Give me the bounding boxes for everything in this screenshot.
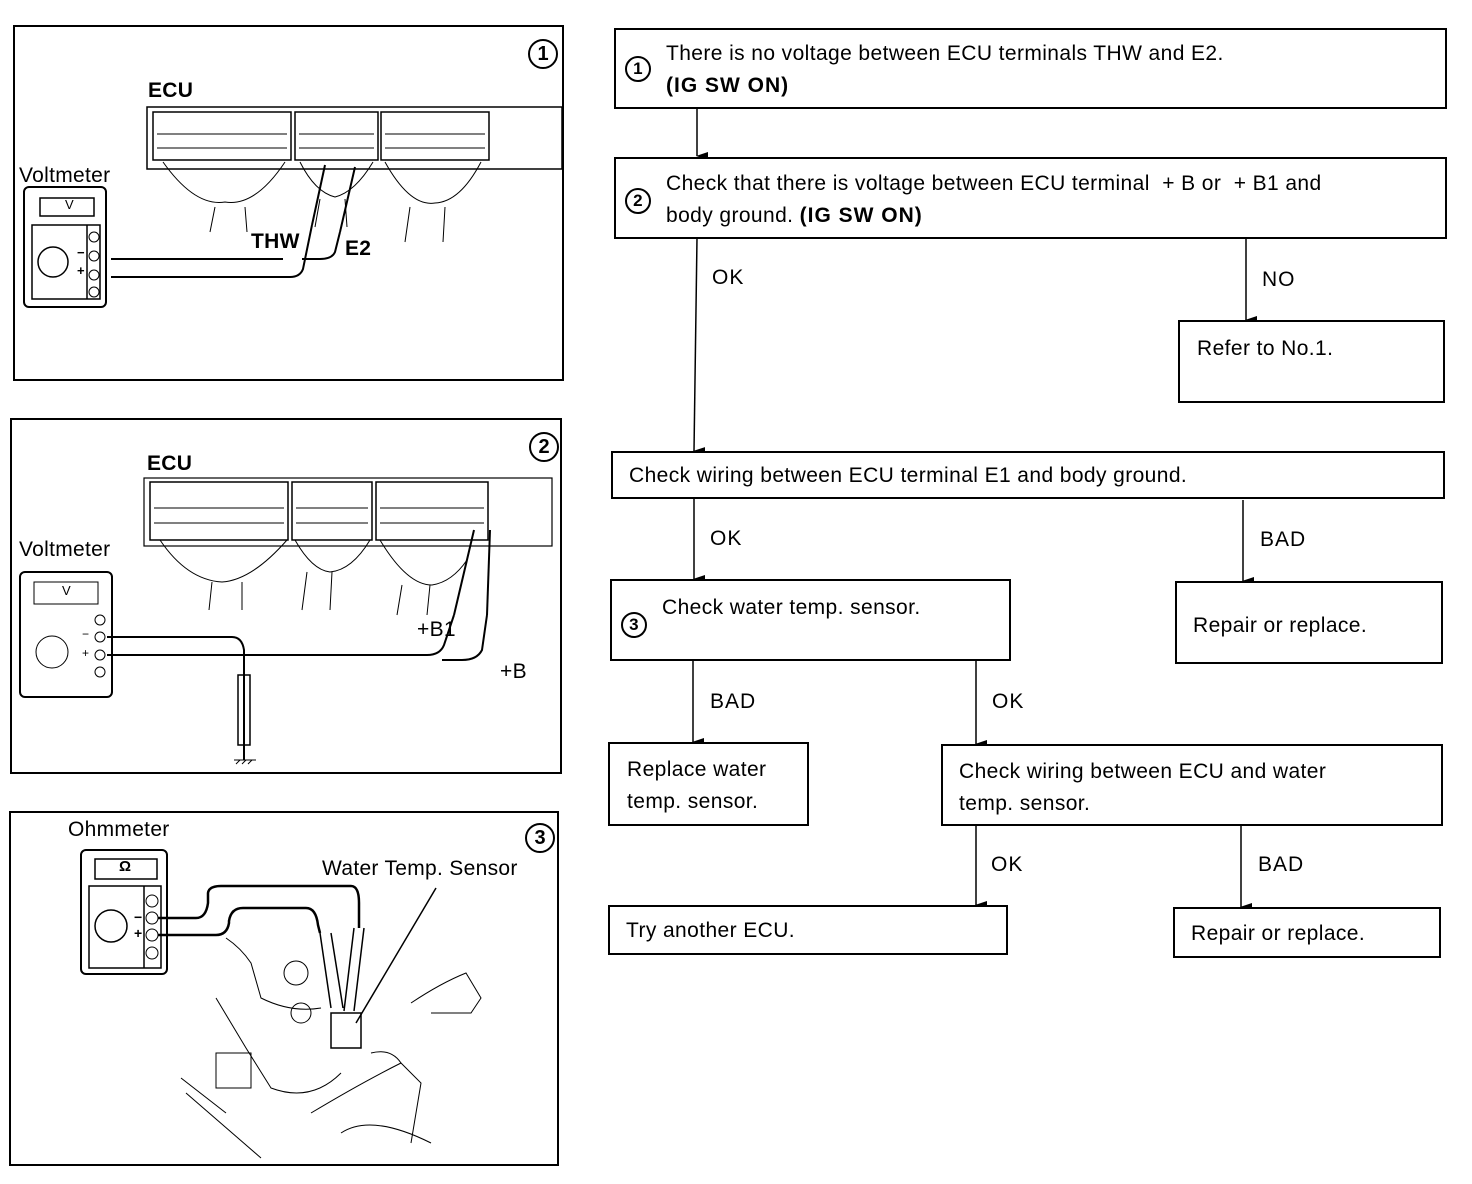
edge-label-e1-ok: OK: [710, 527, 743, 550]
step-number-badge: 2: [625, 188, 651, 214]
flow-replace-sensor: Replace water temp. sensor.: [608, 742, 809, 826]
meter-display-unit: Ω: [119, 858, 132, 875]
replace-sensor-line1: Replace water: [627, 758, 767, 781]
arrow-step2-ok: [693, 237, 706, 456]
flow-repair-replace-2: Repair or replace.: [1173, 907, 1441, 958]
ohmmeter-water-temp-sensor-illustration: [80, 849, 482, 1159]
voltmeter-label: Voltmeter: [19, 538, 111, 561]
illustration-panel-1: 1 ECU Voltmeter V − + THW E2: [13, 25, 564, 381]
flow-step-1: 1 There is no voltage between ECU termin…: [614, 28, 1447, 109]
plus-terminal-label: +: [77, 263, 85, 278]
meter-display-unit: V: [65, 197, 74, 212]
voltmeter-ecu-thw-e2-illustration: [23, 106, 562, 308]
panel-number-badge: 1: [528, 39, 558, 69]
probe-label-b1: +B1: [417, 618, 456, 641]
edge-label-step2-no: NO: [1262, 268, 1296, 291]
step-2-text-line2-wrap: body ground. (IG SW ON): [666, 199, 923, 232]
flow-step-2: 2 Check that there is voltage between EC…: [614, 157, 1447, 239]
wiring-check-line2: temp. sensor.: [959, 792, 1091, 815]
step-number-badge: 3: [621, 612, 647, 638]
probe-label-e2: E2: [345, 237, 372, 260]
step-3-text: Check water temp. sensor.: [662, 596, 921, 619]
voltmeter-ecu-b-b1-illustration: [19, 477, 553, 765]
water-temp-sensor-label: Water Temp. Sensor: [322, 857, 518, 880]
edge-label-wiring-bad: BAD: [1258, 853, 1305, 876]
flow-check-ecu-sensor-wiring: Check wiring between ECU and water temp.…: [941, 744, 1443, 826]
probe-label-b: +B: [500, 660, 527, 683]
edge-label-step2-ok: OK: [712, 266, 745, 289]
wiring-check-line1: Check wiring between ECU and water: [959, 760, 1327, 783]
illustration-panel-2: 2 ECU Voltmeter V − + +B1 +B: [10, 418, 562, 774]
flow-repair-replace-1: Repair or replace.: [1175, 581, 1443, 664]
repair-1-text: Repair or replace.: [1193, 614, 1368, 637]
step-2-text-line2: body ground.: [666, 204, 800, 227]
e1-check-text: Check wiring between ECU terminal E1 and…: [629, 464, 1188, 487]
meter-display-unit: V: [62, 583, 71, 598]
step-1-condition: (IG SW ON): [666, 74, 790, 97]
refer-text: Refer to No.1.: [1197, 337, 1334, 360]
minus-terminal-label: −: [77, 245, 85, 260]
ohmmeter-label: Ohmmeter: [68, 818, 170, 841]
try-ecu-text: Try another ECU.: [626, 919, 796, 942]
step-2-text-line1: Check that there is voltage between ECU …: [666, 172, 1322, 195]
probe-label-thw: THW: [251, 230, 300, 253]
replace-sensor-line2: temp. sensor.: [627, 790, 759, 813]
step-2-condition: (IG SW ON): [799, 204, 923, 227]
step-1-text: There is no voltage between ECU terminal…: [666, 42, 1224, 65]
flow-try-another-ecu: Try another ECU.: [608, 905, 1008, 955]
edge-label-e1-bad: BAD: [1260, 528, 1307, 551]
edge-label-wiring-ok: OK: [991, 853, 1024, 876]
edge-label-step3-ok: OK: [992, 690, 1025, 713]
ecu-label: ECU: [147, 452, 193, 475]
flow-step-3: 3 Check water temp. sensor.: [610, 579, 1011, 661]
edge-label-step3-bad: BAD: [710, 690, 757, 713]
flow-refer-no1: Refer to No.1.: [1178, 320, 1445, 403]
plus-terminal-label: +: [82, 646, 90, 660]
minus-terminal-label: −: [82, 627, 90, 641]
flow-check-e1-wiring: Check wiring between ECU terminal E1 and…: [611, 451, 1445, 499]
illustration-panel-3: 3 Ohmmeter Ω − + Water Temp. Sensor: [9, 811, 559, 1166]
panel-number-badge: 2: [529, 432, 559, 462]
voltmeter-label: Voltmeter: [19, 164, 111, 187]
ecu-label: ECU: [148, 79, 194, 102]
step-number-badge: 1: [625, 56, 651, 82]
minus-terminal-label: −: [134, 909, 143, 925]
repair-2-text: Repair or replace.: [1191, 922, 1366, 945]
panel-number-badge: 3: [525, 823, 555, 853]
plus-terminal-label: +: [134, 925, 143, 941]
